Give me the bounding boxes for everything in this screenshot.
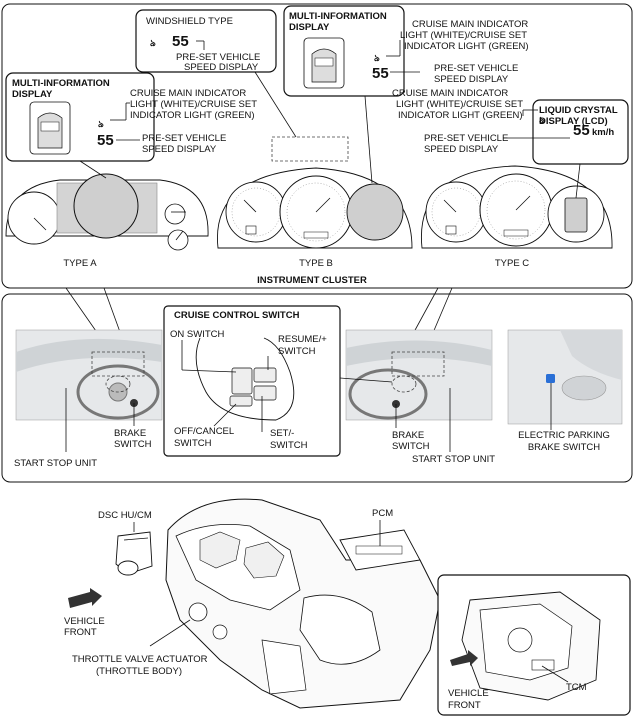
windshield-preset-1: PRE-SET VEHICLE: [176, 52, 260, 63]
type-a-label: TYPE A: [63, 258, 97, 269]
callout-b-preset-2: SPEED DISPLAY: [434, 74, 509, 85]
resume-switch-label-2: SWITCH: [278, 346, 316, 357]
cluster-type-b: [216, 167, 413, 249]
callout-a-indicator-1: CRUISE MAIN INDICATOR: [130, 88, 246, 99]
cruise-control-switch-title: CRUISE CONTROL SWITCH: [174, 310, 300, 321]
vehicle-front-left-label: VEHICLE: [64, 616, 105, 627]
throttle-valve-label: THROTTLE VALVE ACTUATOR: [72, 654, 208, 665]
brake-switch-right-label: BRAKE: [392, 430, 424, 441]
lcd-cruise-indicator-icon: ঌ: [539, 115, 545, 126]
cruise-control-switch-box: [163, 305, 341, 457]
brake-switch-left-label-2: SWITCH: [114, 439, 152, 450]
brake-switch-right-label-2: SWITCH: [392, 441, 430, 452]
windshield-preset-2: SPEED DISPLAY: [184, 62, 259, 73]
callout-c-preset-2: SPEED DISPLAY: [424, 144, 499, 155]
instrument-cluster-panel: [1, 3, 633, 289]
callout-a-preset-2: SPEED DISPLAY: [142, 144, 217, 155]
callout-a-indicator-3: INDICATOR LIGHT (GREEN): [130, 110, 255, 121]
callout-type-b: MULTI-INFORMATION DISPLAY ঌ 55: [283, 5, 420, 184]
callout-a-speed: 55: [97, 132, 114, 149]
callout-b-preset-1: PRE-SET VEHICLE: [434, 63, 518, 74]
tcm-box: [437, 574, 631, 716]
pcm-label: PCM: [372, 508, 393, 519]
vehicle-front-right-label: VEHICLE: [448, 688, 489, 699]
callout-b-indicator-1: CRUISE MAIN INDICATOR: [412, 19, 528, 30]
on-switch-label: ON SWITCH: [170, 329, 224, 340]
callout-b-title: MULTI-INFORMATION: [289, 11, 387, 22]
tcm-label: TCM: [566, 682, 587, 693]
callout-c-preset-1: PRE-SET VEHICLE: [424, 133, 508, 144]
callout-c-speed: 55: [573, 122, 590, 139]
callout-type-a: MULTI-INFORMATION DISPLAY ঌ 55: [5, 72, 155, 179]
vehicle-front-arrow-right: [450, 650, 478, 666]
start-stop-left-label: START STOP UNIT: [14, 458, 97, 469]
vehicle-front-left-label-2: FRONT: [64, 627, 97, 638]
off-cancel-button: [229, 395, 253, 407]
dsc-hu-cm-drawing: [115, 522, 153, 576]
type-c-label: TYPE C: [495, 258, 529, 269]
start-stop-right-label: START STOP UNIT: [412, 454, 495, 465]
cruise-indicator-icon: ঌ: [374, 53, 380, 64]
vehicle-front-arrow-left: [68, 588, 102, 608]
off-cancel-switch-label: OFF/CANCEL: [174, 426, 234, 437]
engine-drawing: [149, 498, 441, 709]
callout-b-speed: 55: [372, 65, 389, 82]
callout-a-indicator-2: LIGHT (WHITE)/CRUISE SET: [130, 99, 257, 110]
cockpit-image-right: [339, 329, 493, 452]
resume-switch-label: RESUME/+: [278, 334, 327, 345]
throttle-valve-label-2: (THROTTLE BODY): [96, 666, 182, 677]
epb-switch-marker: [546, 374, 555, 383]
brake-switch-left-label: BRAKE: [114, 428, 146, 439]
epb-switch-label-2: BRAKE SWITCH: [528, 442, 600, 453]
callout-c-title-2: DISPLAY (LCD): [539, 116, 608, 127]
callout-c-speed-unit: km/h: [592, 127, 614, 138]
pcm-unit: [339, 529, 421, 571]
callout-c-indicator-3: INDICATOR LIGHT (GREEN): [398, 110, 523, 121]
dsc-hu-cm-label: DSC HU/CM: [98, 510, 152, 521]
set-switch-button: [253, 385, 277, 401]
callout-c-indicator-2: LIGHT (WHITE)/CRUISE SET: [396, 99, 523, 110]
callout-windshield: WINDSHIELD TYPE ঌ 55 PRE-SET VEHICLE SPE…: [135, 9, 349, 162]
epb-image: [507, 329, 623, 430]
instrument-cluster-title: INSTRUMENT CLUSTER: [257, 275, 367, 286]
callout-a-title: MULTI-INFORMATION: [12, 78, 110, 89]
callout-type-c: LIQUID CRYSTAL DISPLAY (LCD) ঌ 55 km/h: [532, 99, 629, 199]
cockpit-image-left: [15, 329, 163, 452]
callout-a-title-2: DISPLAY: [12, 89, 53, 100]
on-switch-button: [231, 367, 253, 395]
cruise-indicator-icon: ঌ: [98, 119, 104, 130]
cluster-type-a: [5, 173, 209, 251]
windshield-title: WINDSHIELD TYPE: [146, 16, 233, 27]
vehicle-front-right-label-2: FRONT: [448, 700, 481, 711]
type-b-label: TYPE B: [299, 258, 333, 269]
car-icon: [303, 37, 345, 89]
epb-switch-label: ELECTRIC PARKING: [518, 430, 610, 441]
callout-a-preset-1: PRE-SET VEHICLE: [142, 133, 226, 144]
windshield-cruise-icon: ঌ: [150, 38, 156, 49]
set-switch-label: SET/-: [270, 428, 294, 439]
off-cancel-switch-label-2: SWITCH: [174, 438, 212, 449]
car-icon: [29, 101, 71, 155]
callout-b-indicator-3: INDICATOR LIGHT (GREEN): [404, 41, 529, 52]
cluster-type-c: [420, 165, 613, 249]
set-switch-label-2: SWITCH: [270, 440, 308, 451]
switches-panel: [1, 293, 633, 483]
callout-c-title: LIQUID CRYSTAL: [539, 105, 618, 116]
callout-b-title-2: DISPLAY: [289, 22, 330, 33]
callout-b-indicator-2: LIGHT (WHITE)/CRUISE SET: [400, 30, 527, 41]
windshield-speed: 55: [172, 33, 189, 50]
resume-switch-button: [253, 367, 277, 383]
callout-c-indicator-1: CRUISE MAIN INDICATOR: [392, 88, 508, 99]
